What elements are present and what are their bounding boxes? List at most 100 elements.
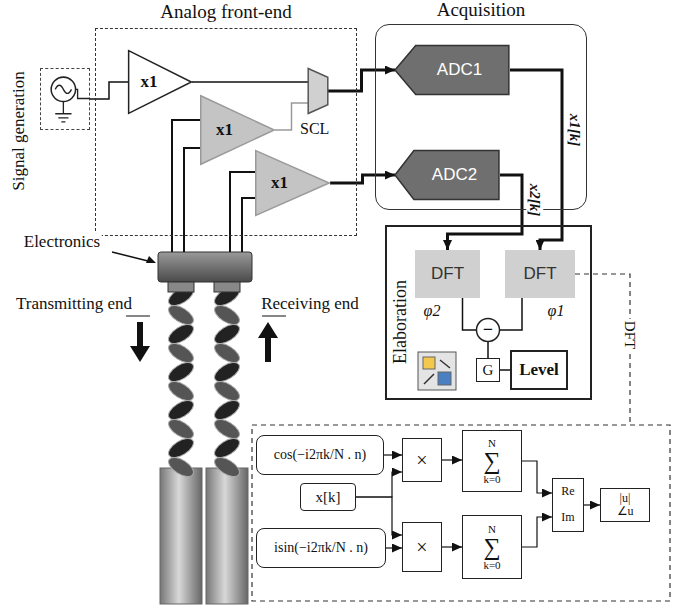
cable-twist [211, 454, 242, 481]
node-text: G [483, 362, 494, 379]
part-label: Receiving end [259, 295, 361, 314]
node-text: x1 [271, 174, 288, 193]
node-text: ∑ [483, 449, 500, 473]
amplifier-triangle [129, 51, 192, 114]
node-text: ∑ [483, 535, 500, 559]
node-text: x1 [216, 121, 233, 140]
node-outline [308, 68, 328, 114]
node-text: ∠u [617, 505, 634, 518]
part-label: Electronics [22, 233, 102, 252]
signal-connector [192, 81, 308, 83]
subtractor-circle: − [476, 318, 500, 342]
summation-block: N∑k=0 [462, 515, 522, 579]
cable-sheath [206, 468, 248, 604]
cable-twist [165, 340, 196, 367]
signal-connector [500, 298, 522, 330]
level-output: Level [510, 350, 568, 390]
signal-connector [522, 517, 552, 547]
node-text: × [416, 536, 427, 558]
node-text: Im [561, 511, 574, 524]
node-text: Signal generation [10, 71, 29, 190]
adc-outline [395, 151, 499, 200]
cable-twist [211, 283, 242, 310]
cable-twist [165, 378, 196, 405]
cable-twist [165, 302, 196, 329]
gain-block: G [476, 358, 500, 382]
node-text: × [416, 449, 427, 471]
signal-connector [330, 175, 395, 183]
multiplexer: SCL [308, 68, 328, 114]
node-outline [255, 150, 330, 216]
signal-connector [442, 459, 462, 460]
signal-connector [384, 454, 402, 455]
cable-twist [165, 454, 196, 481]
cable-twist [211, 435, 242, 462]
signal-label: x1[k] [567, 112, 584, 149]
signal-connector [510, 70, 562, 250]
source-symbol [51, 77, 75, 101]
software-icon [418, 352, 456, 390]
node-text: ADC1 [437, 61, 482, 80]
node-text: Analog front-end [160, 2, 291, 23]
adc-block: ADC2 [395, 150, 500, 200]
direction-arrow [265, 336, 271, 362]
cable-twist [165, 283, 196, 310]
node-text: Acquisition [437, 0, 526, 21]
node-text: N [488, 437, 496, 449]
frontend-group: Analog front-endx1x1x1SCL [95, 28, 357, 236]
node-text: isin(−i2πk/N . n) [274, 540, 368, 555]
cable-twist [211, 416, 242, 443]
acquisition-group: AcquisitionADC1ADC2 [375, 24, 587, 210]
node-text: Re [561, 485, 574, 498]
multiplier-block: × [402, 522, 442, 572]
connector-plug [214, 282, 240, 292]
cable-twist [165, 359, 196, 386]
connector-block [158, 252, 252, 282]
cable-twist [211, 321, 242, 348]
signal-connector [584, 504, 600, 505]
node-text: SCL [300, 120, 329, 138]
node-text: − [483, 320, 493, 340]
node-text: N [488, 523, 496, 535]
sine-symbol [55, 85, 71, 93]
node-text: DFT [431, 265, 464, 284]
dft-block: DFT [505, 250, 575, 298]
cable-twist [165, 321, 196, 348]
polar-converter: |u|∠u [600, 488, 650, 522]
node-text: DFT [523, 265, 556, 284]
connector-plug [168, 282, 194, 292]
node-text: Level [519, 361, 559, 380]
adc-block: ADC1 [395, 45, 510, 95]
direction-arrow [130, 346, 150, 362]
signal-source-box: Signal generation [40, 68, 90, 130]
cable-sheath [160, 468, 202, 604]
buffer-amplifier: x1 [255, 150, 330, 216]
cable-twist [211, 302, 242, 329]
adc-outline [395, 46, 509, 95]
signal-connector [522, 461, 552, 493]
signal-connector [463, 298, 477, 330]
signal-connector [442, 546, 462, 547]
complex-combiner: ReIm [552, 478, 584, 532]
node-text: ADC2 [432, 166, 477, 185]
detail-frame [252, 425, 670, 601]
phase-label: φ1 [546, 302, 567, 320]
leader-label: DFT [622, 319, 639, 351]
amplifier-triangle [256, 151, 330, 216]
phase-label: φ2 [422, 302, 443, 320]
software-icon [424, 360, 450, 384]
node-text: x1 [141, 73, 158, 92]
summation-block: N∑k=0 [462, 430, 522, 492]
mux-outline [308, 68, 328, 113]
cosine-kernel: cos(−i2πk/N . n) [256, 435, 384, 475]
direction-arrow [258, 322, 278, 338]
signal-connector [328, 70, 395, 91]
software-icon [438, 372, 451, 385]
pointer-line [112, 252, 152, 262]
cable-twist [211, 340, 242, 367]
signal-label: x2[k] [527, 182, 544, 219]
node-text: k=0 [483, 473, 500, 485]
cable-twist [211, 359, 242, 386]
ground-symbol [55, 89, 90, 122]
input-signal: x[k] [300, 483, 356, 511]
